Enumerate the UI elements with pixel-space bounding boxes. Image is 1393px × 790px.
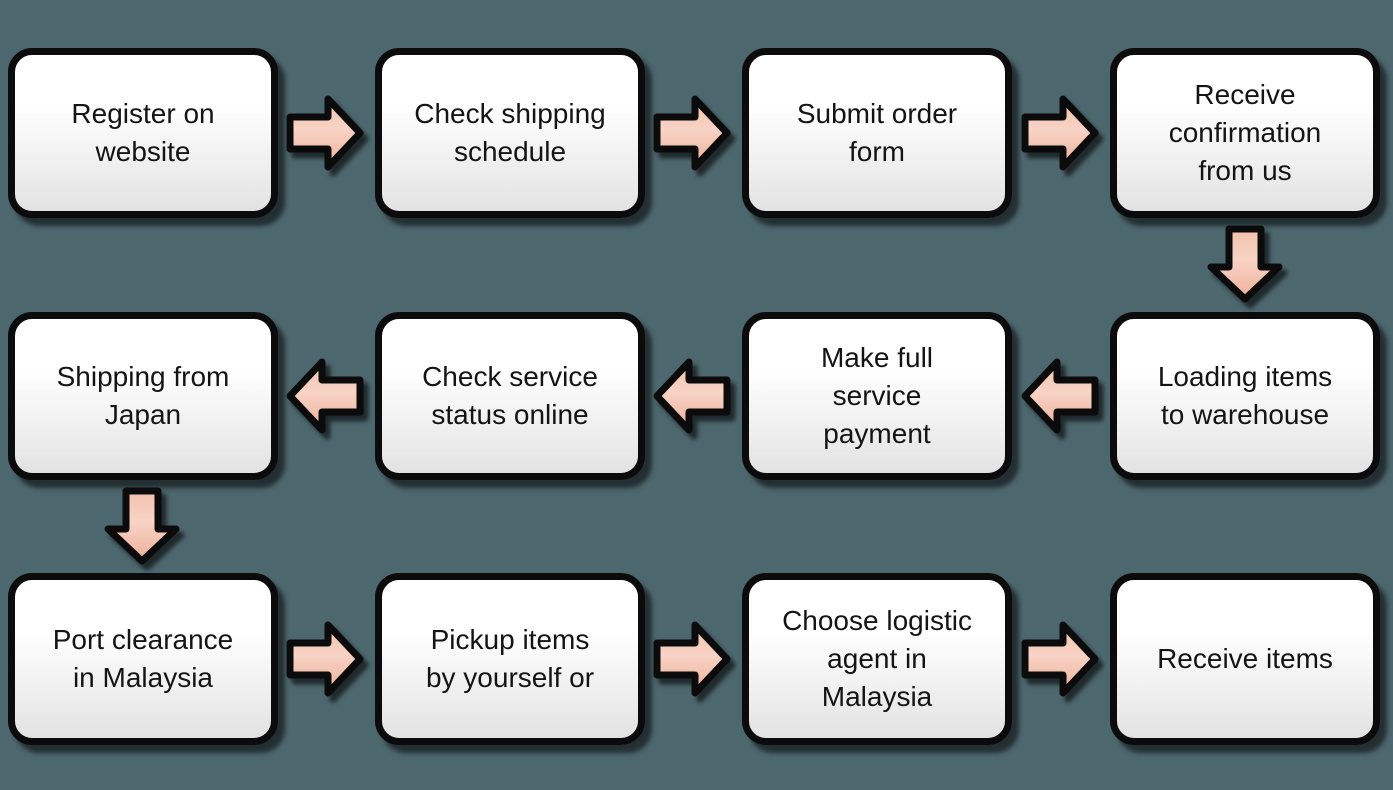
- step-label: Shipping from Japan: [56, 360, 230, 430]
- step-label: Check shipping schedule: [414, 97, 606, 167]
- step-label: Register on website: [71, 97, 215, 167]
- step-label: Receive confirmation from us: [1168, 78, 1322, 187]
- step-label: Submit order form: [796, 97, 958, 167]
- step-shipping-from-japan: Shipping from Japan: [8, 312, 278, 480]
- step-check-shipping-schedule: Check shipping schedule: [375, 48, 645, 218]
- arrow-right-icon: [286, 617, 366, 701]
- step-submit-order-form: Submit order form: [742, 48, 1012, 218]
- step-label: Pickup items by yourself or: [425, 623, 595, 693]
- step-label: Receive items: [1157, 642, 1333, 674]
- step-check-service-status-online: Check service status online: [375, 312, 645, 480]
- step-label: Make full service payment: [820, 341, 934, 450]
- step-make-full-service-payment: Make full service payment: [742, 312, 1012, 480]
- arrow-right-icon: [1021, 91, 1101, 175]
- arrow-down-icon: [100, 487, 184, 567]
- step-port-clearance-in-malaysia: Port clearance in Malaysia: [8, 573, 278, 745]
- step-label: Check service status online: [422, 360, 598, 430]
- arrow-left-icon: [286, 354, 366, 438]
- step-label: Choose logistic agent in Malaysia: [782, 604, 972, 713]
- step-loading-items-to-warehouse: Loading items to warehouse: [1110, 312, 1380, 480]
- arrow-down-icon: [1203, 225, 1287, 305]
- step-receive-confirmation: Receive confirmation from us: [1110, 48, 1380, 218]
- arrow-left-icon: [653, 354, 733, 438]
- arrow-right-icon: [653, 617, 733, 701]
- step-label: Port clearance in Malaysia: [52, 623, 234, 693]
- arrow-right-icon: [1021, 617, 1101, 701]
- step-register-on-website: Register on website: [8, 48, 278, 218]
- arrow-right-icon: [653, 91, 733, 175]
- arrow-right-icon: [286, 91, 366, 175]
- step-pickup-items-by-yourself: Pickup items by yourself or: [375, 573, 645, 745]
- step-label: Loading items to warehouse: [1157, 360, 1333, 430]
- step-choose-logistic-agent: Choose logistic agent in Malaysia: [742, 573, 1012, 745]
- step-receive-items: Receive items: [1110, 573, 1380, 745]
- arrow-left-icon: [1021, 354, 1101, 438]
